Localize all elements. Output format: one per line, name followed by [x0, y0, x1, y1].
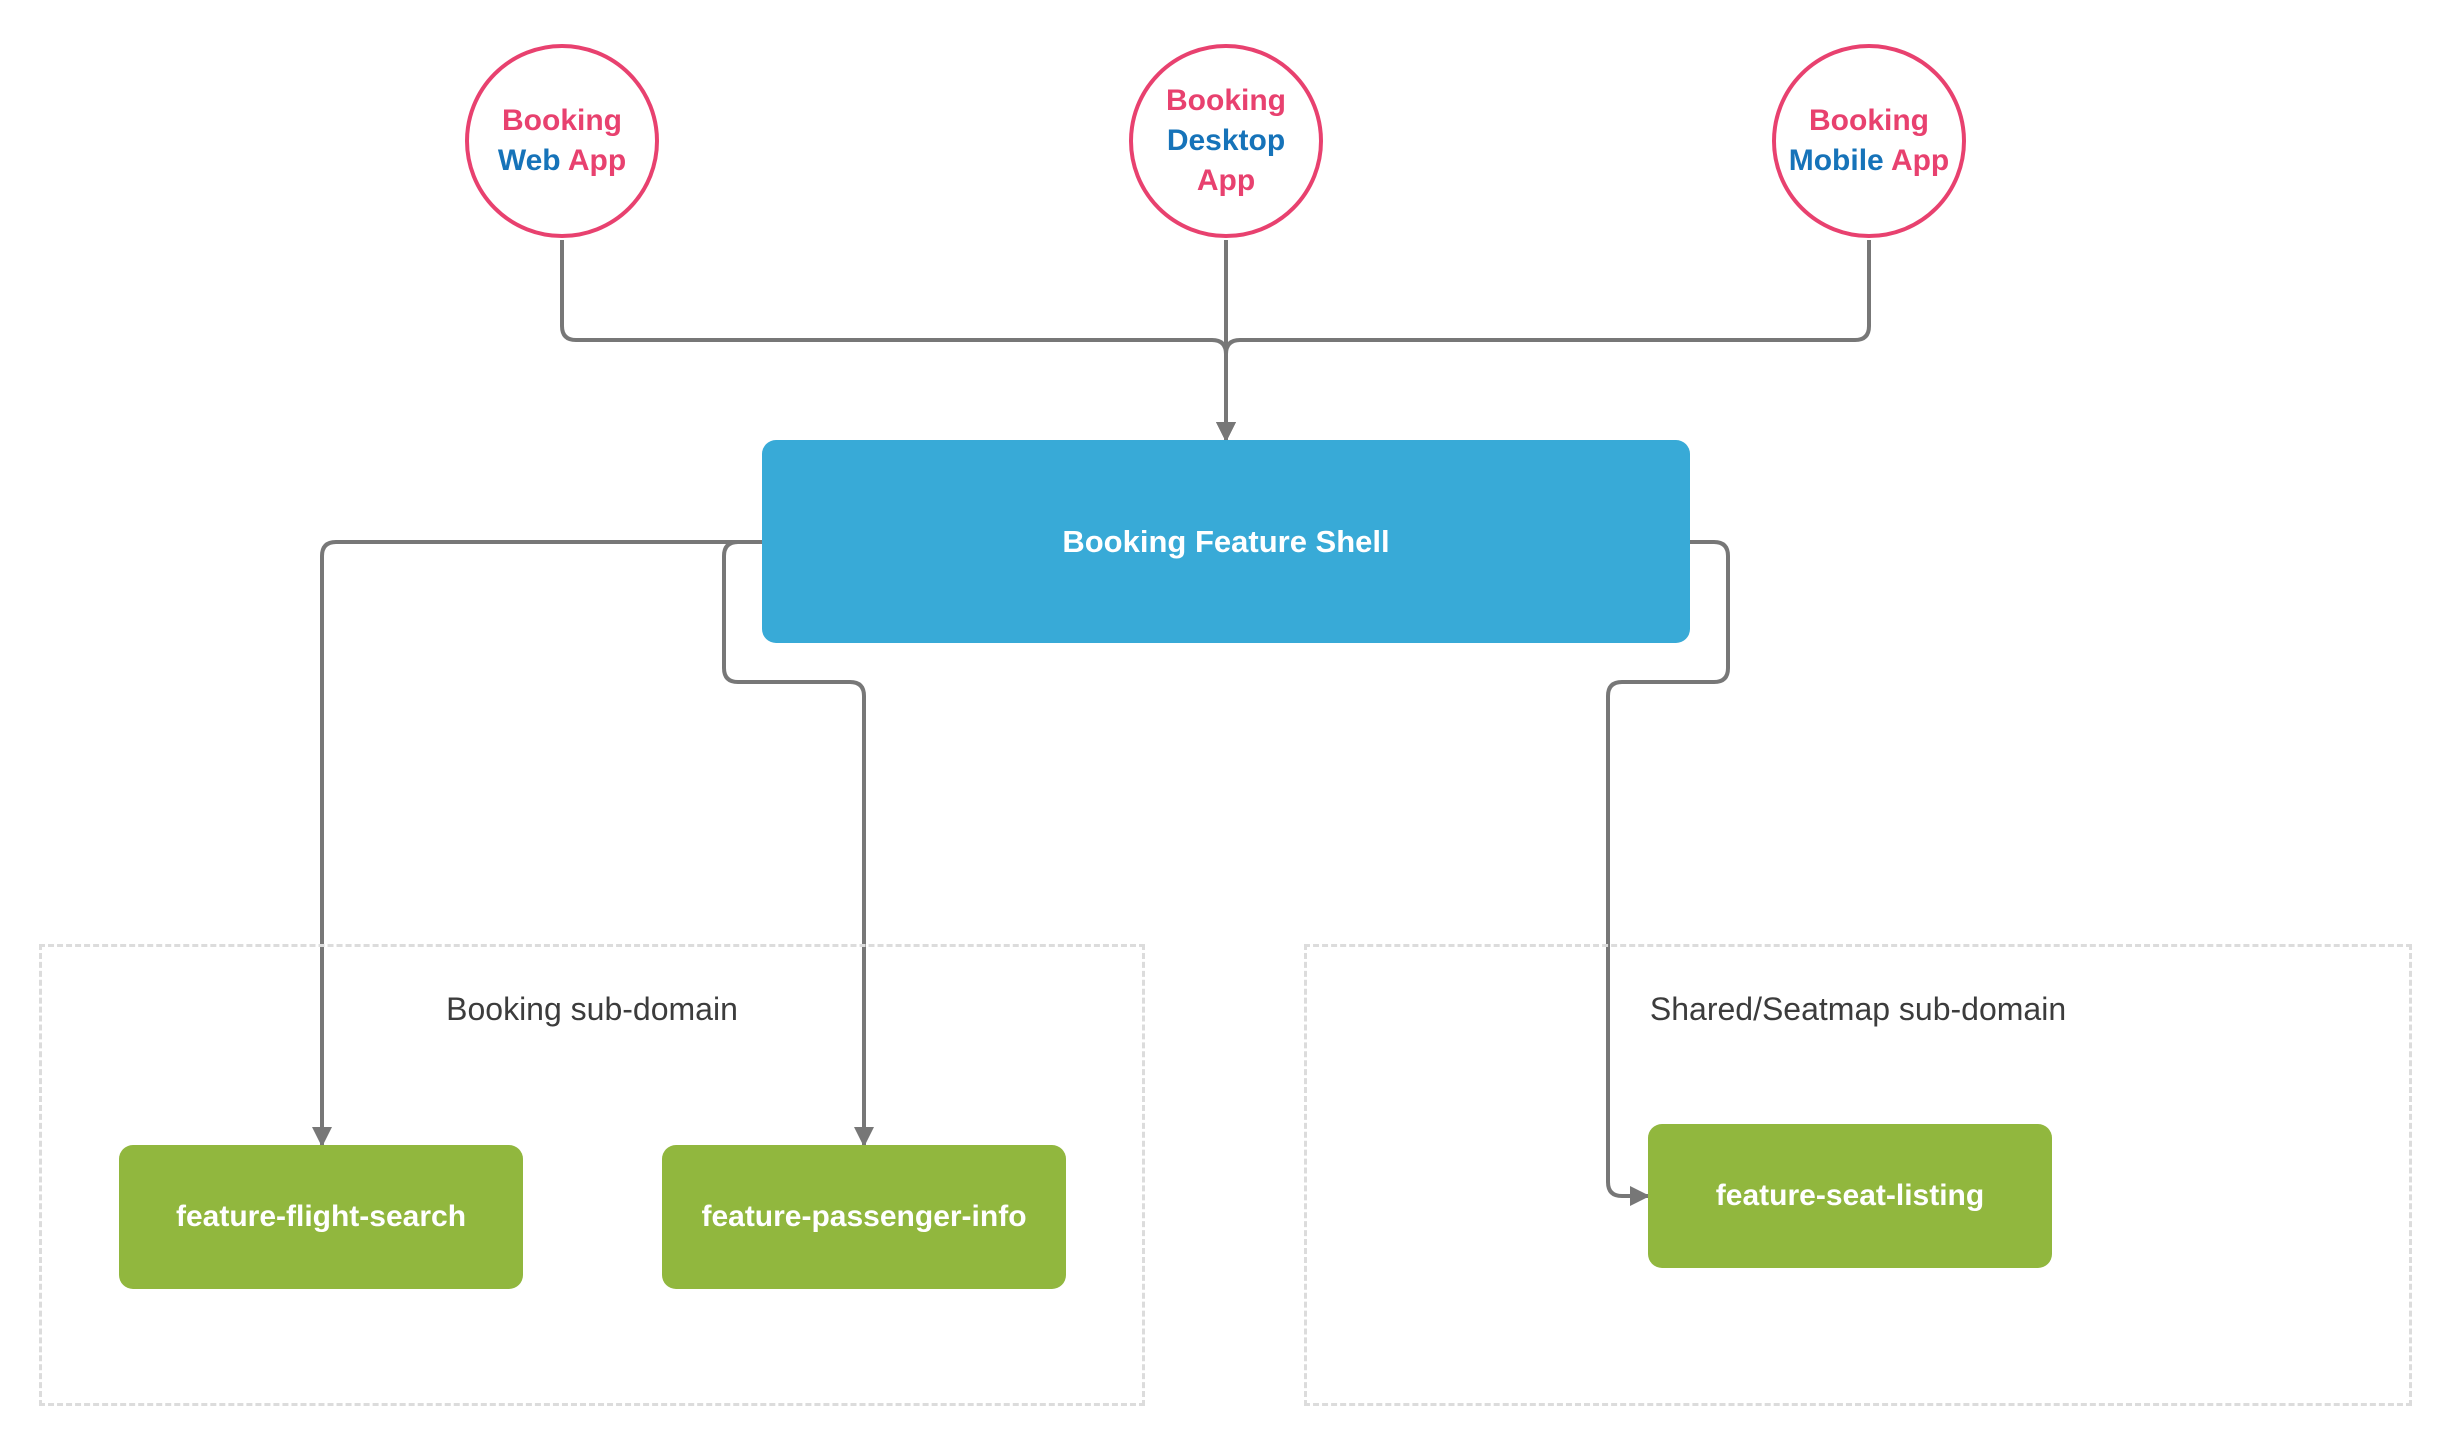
app-label-word: Booking [1809, 104, 1929, 137]
app-label-line: Web App [498, 141, 626, 181]
app-label-word: Mobile [1788, 144, 1884, 177]
booking-feature-shell-node: Booking Feature Shell [762, 440, 1690, 643]
shared-seatmap-subdomain-group: Shared/Seatmap sub-domain [1304, 944, 2412, 1406]
app-label-word: App [1196, 164, 1256, 197]
connector-shell-to-flight-search [312, 540, 762, 1147]
connector-mobile-to-shell [1216, 240, 1871, 442]
booking-subdomain-title: Booking sub-domain [446, 991, 738, 1027]
feature-flight-search-node: feature-flight-search [119, 1145, 523, 1289]
feature-seat-listing-node: feature-seat-listing [1648, 1124, 2052, 1268]
app-label-line: App [1197, 161, 1255, 201]
app-label-line: Booking [1809, 101, 1929, 141]
feature-passenger-info-label: feature-passenger-info [701, 1200, 1027, 1233]
feature-seat-listing-label: feature-seat-listing [1715, 1179, 1985, 1212]
app-label-word: App [1883, 144, 1950, 177]
connector-shell-to-passenger-info [722, 540, 874, 1147]
connector-web-to-shell [560, 240, 1236, 442]
shared-seatmap-subdomain-title: Shared/Seatmap sub-domain [1649, 991, 2067, 1027]
feature-passenger-info-node: feature-passenger-info [662, 1145, 1066, 1289]
app-label-word: Booking [502, 104, 622, 137]
app-label-line: Mobile App [1789, 141, 1950, 181]
app-label-word: App [560, 144, 627, 177]
app-label-word: Web [497, 144, 561, 177]
app-label-line: Booking [502, 101, 622, 141]
feature-flight-search-label: feature-flight-search [175, 1200, 467, 1233]
booking-feature-shell-label: Booking Feature Shell [1062, 523, 1390, 559]
app-label-word: Desktop [1166, 124, 1286, 157]
app-label-line: Desktop [1167, 121, 1285, 161]
booking-subdomain-group: Booking sub-domain [39, 944, 1145, 1406]
app-label-word: Booking [1166, 84, 1286, 117]
connector-shell-to-seat-listing [1606, 540, 1730, 1206]
app-label-line: Booking [1166, 81, 1286, 121]
